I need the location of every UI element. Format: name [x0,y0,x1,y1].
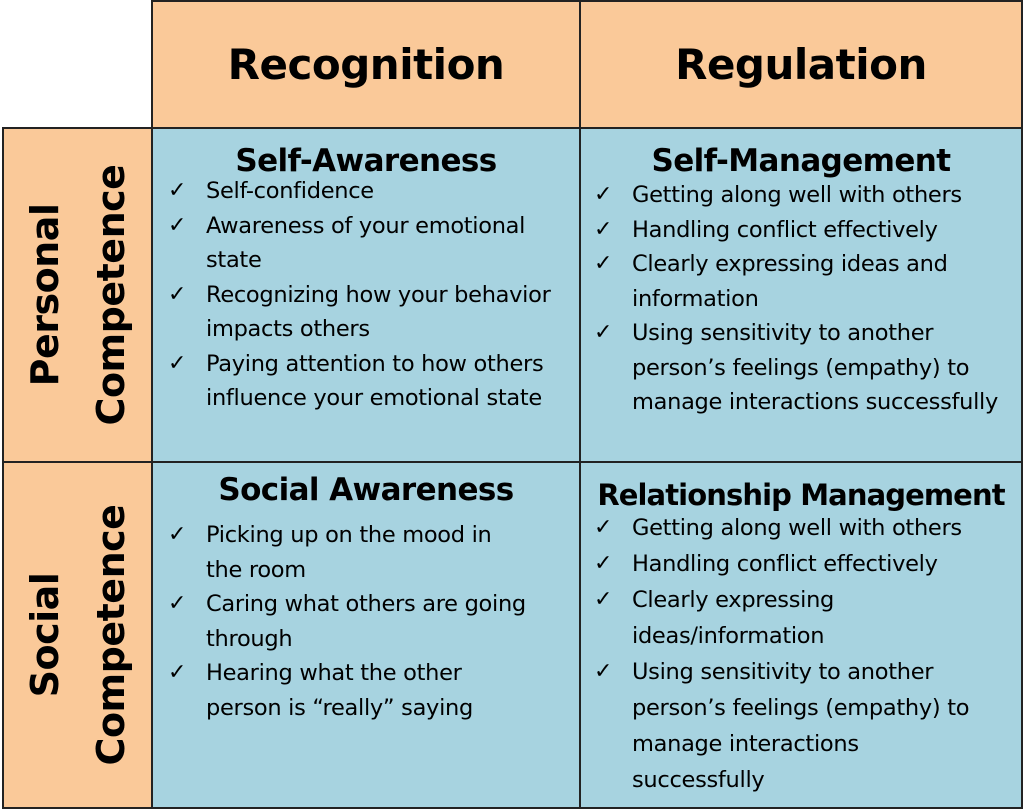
checklist-item: ✓ Getting along well with others [594,510,1021,546]
item-text-line: manage interactions successfully [632,389,999,415]
item-text-line: Handling conflict effectively [632,551,938,577]
check-icon: ✓ [168,281,187,307]
item-text-line: Clearly expressing ideas and [632,251,948,277]
check-icon: ✓ [594,216,613,242]
check-icon: ✓ [594,587,613,612]
column-header-regulation: Regulation [579,0,1023,129]
checklist-item: ✓ Getting along well with others [594,178,1021,213]
quadrant-title: Self-Awareness [235,143,497,179]
check-icon: ✓ [594,182,613,207]
check-icon: ✓ [168,350,187,376]
item-text-line: person’s feelings (empathy) to [632,695,970,721]
check-icon: ✓ [168,591,187,616]
item-list: ✓ Picking up on the mood in the room ✓ Carin… [168,518,579,725]
item-text-line: through [206,625,293,652]
checklist-item: ✓ Using sensitivity to another person’s fe… [594,316,1021,420]
row-header-personal-competence: Personal Competence [2,127,153,463]
item-text-line: Paying attention to how others [206,350,544,377]
column-title: Recognition [227,40,505,89]
item-text-line: Getting along well with others [632,182,962,208]
check-icon: ✓ [168,178,187,203]
checklist-item: ✓ Awareness of your emotional state [168,209,579,278]
checklist-item: ✓ Recognizing how your behavior impacts ot… [168,278,579,347]
item-text-line: Using sensitivity to another [632,320,934,346]
row-title: Personal Competence [22,164,133,426]
check-icon: ✓ [168,660,187,685]
item-text-line: Picking up on the mood in [206,522,492,548]
row-title: Social Competence [22,504,133,766]
item-text-line: person is “really” saying [206,694,473,721]
quadrant-relationship-management: Relationship Management ✓ Getting along w… [579,461,1023,809]
quadrant-title: Self-Management [651,143,952,179]
item-list: ✓ Getting along well with others ✓ Handling… [594,510,1021,798]
item-text-line: successfully [632,767,765,793]
checklist-item: ✓ Paying attention to how others influence… [168,347,579,416]
item-text-line: Awareness of your emotional [206,212,526,239]
item-text-line: information [632,285,759,312]
column-header-recognition: Recognition [151,0,581,129]
check-icon: ✓ [594,515,613,540]
checklist-item: ✓ Caring what others are going through [168,587,579,656]
item-text-line: Caring what others are going [206,591,526,617]
checklist-item: ✓ Picking up on the mood in the room [168,518,579,587]
item-text-line: state [206,247,262,273]
quadrant-title: Relationship Management [597,478,1005,512]
item-text-line: Recognizing how your behavior [206,281,551,308]
item-text-line: Self-confidence [206,178,374,204]
item-list: ✓ Self-confidence ✓ Awareness of your emoti… [168,174,579,416]
item-text-line: Getting along well with others [632,515,962,541]
check-icon: ✓ [594,551,613,576]
item-list: ✓ Getting along well with others ✓ Handling… [594,178,1021,420]
row-header-social-competence: Social Competence [2,461,153,809]
checklist-item: ✓ Using sensitivity to another person’s fe… [594,654,1021,798]
checklist-item: ✓ Self-confidence [168,174,579,209]
checklist-item: ✓ Hearing what the other person is “really… [168,656,579,725]
column-title: Regulation [675,40,927,89]
item-text-line: Handling conflict effectively [632,216,938,243]
checklist-item: ✓ Clearly expressing ideas/information [594,582,1021,654]
check-icon: ✓ [594,320,613,345]
check-icon: ✓ [594,251,613,276]
item-text-line: Using sensitivity to another [632,659,934,685]
check-icon: ✓ [168,212,187,238]
quadrant-self-awareness: Self-Awareness ✓ Self-confidence ✓ Awarenes… [151,127,581,463]
item-text-line: impacts others [206,316,370,342]
item-text-line: the room [206,556,306,583]
item-text-line: manage interactions [632,731,859,757]
check-icon: ✓ [168,522,187,547]
checklist-item: ✓ Handling conflict effectively [594,546,1021,582]
check-icon: ✓ [594,659,613,684]
item-text-line: influence your emotional state [206,385,542,411]
quadrant-social-awareness: Social Awareness ✓ Picking up on the mood… [151,461,581,809]
item-text-line: Clearly expressing [632,587,835,613]
item-text-line: person’s feelings (empathy) to [632,354,970,381]
checklist-item: ✓ Handling conflict effectively [594,213,1021,248]
quadrant-self-management: Self-Management ✓ Getting along well with… [579,127,1023,463]
checklist-item: ✓ Clearly expressing ideas and information [594,247,1021,316]
quadrant-title: Social Awareness [218,472,514,508]
item-text-line: Hearing what the other [206,660,462,686]
item-text-line: ideas/information [632,623,825,649]
